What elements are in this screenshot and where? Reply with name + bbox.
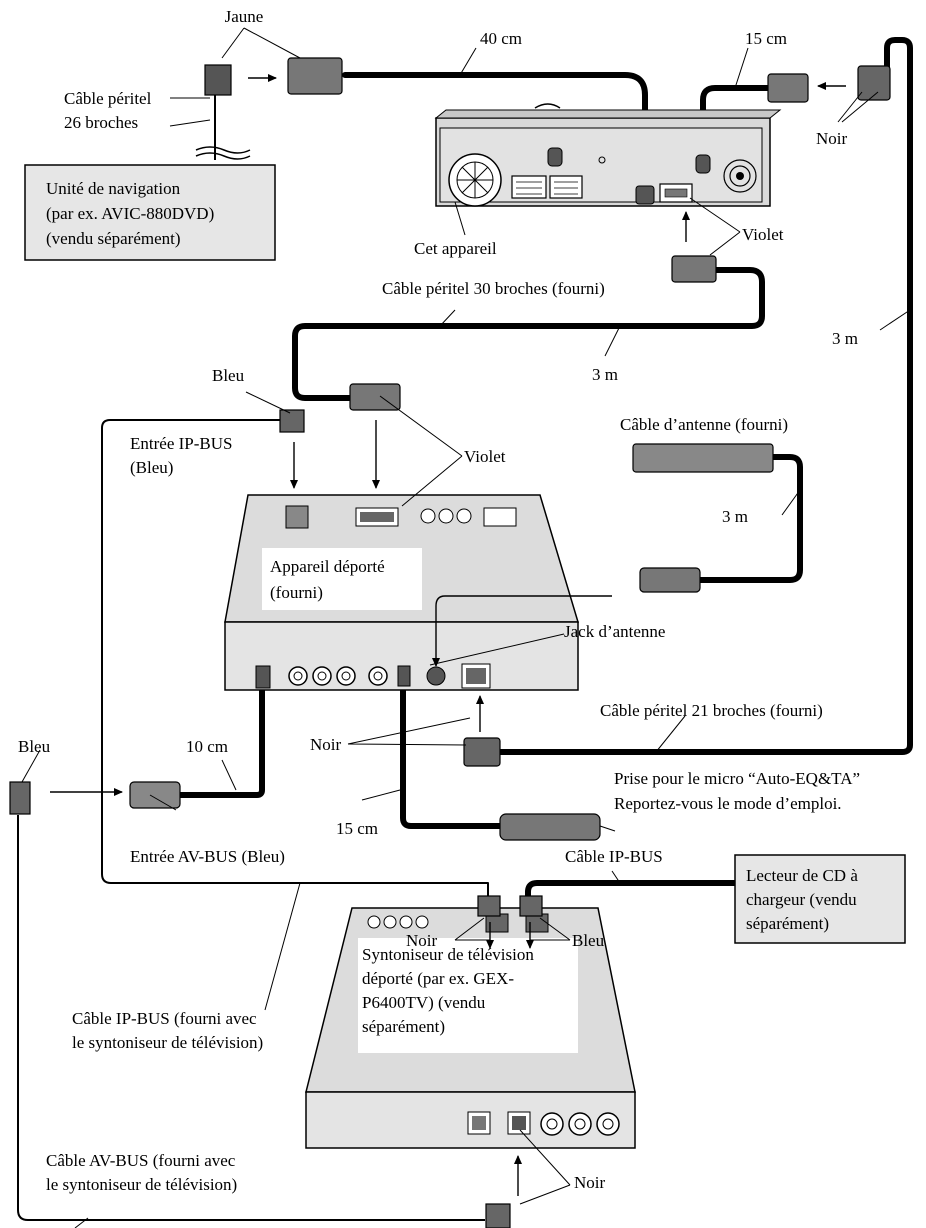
label-entree-avbus: Entrée AV-BUS (Bleu) xyxy=(130,847,285,866)
scart21-plug xyxy=(463,737,501,767)
label-ipbus-tv-2: le syntoniseur de télévision) xyxy=(72,1033,263,1052)
label-jaune: Jaune xyxy=(225,7,264,26)
noir-ipbus-plug xyxy=(477,895,501,917)
cables xyxy=(177,37,913,907)
label-40cm: 40 cm xyxy=(480,29,522,48)
label-cable-ipbus: Câble IP-BUS xyxy=(565,847,663,866)
leader-lines xyxy=(21,27,911,1228)
label-bleu-low: Bleu xyxy=(572,931,605,950)
tv-tuner-unit: Syntoniseur de télévision déporté (par e… xyxy=(305,907,636,1149)
tv-tuner-line4: séparément) xyxy=(362,1017,445,1036)
label-bleu-left: Bleu xyxy=(18,737,51,756)
head-unit xyxy=(434,109,782,207)
scart26-plug xyxy=(204,64,232,96)
label-entree-ipbus-1: Entrée IP-BUS xyxy=(130,434,232,453)
label-noir-top: Noir xyxy=(816,129,848,148)
micro-plug xyxy=(499,813,601,841)
cd-changer-box: Lecteur de CD à chargeur (vendu séparéme… xyxy=(734,854,906,944)
label-avbus-tv-1: Câble AV-BUS (fourni avec xyxy=(46,1151,236,1170)
yellow-plug-40cm xyxy=(287,57,343,95)
break-marks xyxy=(195,103,561,160)
remote-unit: Appareil déporté (fourni) xyxy=(224,494,580,691)
arrows xyxy=(50,74,846,1196)
label-violet-mid: Violet xyxy=(464,447,506,466)
nav-unit-box: Unité de navigation (par ex. AVIC-880DVD… xyxy=(24,164,276,261)
cable-micro-15cm xyxy=(400,677,503,829)
cd-changer-line1: Lecteur de CD à xyxy=(746,866,858,885)
cable-15cm-top xyxy=(700,85,771,163)
label-15cm-mid: 15 cm xyxy=(336,819,378,838)
cable-3m-right xyxy=(497,37,913,755)
label-jack-antenne: Jack d’antenne xyxy=(564,622,665,641)
labels: Jaune 40 cm 15 cm Câble péritel 26 broch… xyxy=(18,7,860,1194)
label-noir-low: Noir xyxy=(406,931,438,950)
violet-plug-top xyxy=(671,255,717,283)
bleu-ipbus-plug-tv xyxy=(519,895,543,917)
cable-peritel30 xyxy=(292,267,765,401)
cable-ipbus-cd xyxy=(525,880,738,907)
cable-antenna xyxy=(697,454,803,583)
cable-avbus-10cm xyxy=(177,677,265,798)
nav-unit-line1: Unité de navigation xyxy=(46,179,181,198)
cd-changer-line3: séparément) xyxy=(746,914,829,933)
label-noir-bottom: Noir xyxy=(574,1173,606,1192)
violet-plug-mid xyxy=(349,383,401,411)
label-entree-ipbus-2: (Bleu) xyxy=(130,458,173,477)
nav-unit-line2: (par ex. AVIC-880DVD) xyxy=(46,204,214,223)
cable-ipbus-tv xyxy=(101,419,489,902)
tv-tuner-line1: Syntoniseur de télévision xyxy=(362,945,534,964)
label-avbus-tv-2: le syntoniseur de télévision) xyxy=(46,1175,237,1194)
bleu-avbus-plug xyxy=(9,781,31,815)
bleu-ipbus-plug xyxy=(279,409,305,433)
label-10cm: 10 cm xyxy=(186,737,228,756)
label-peritel30: Câble péritel 30 broches (fourni) xyxy=(382,279,605,298)
noir-plug-15cm xyxy=(767,73,809,103)
antenna-plug xyxy=(639,567,701,593)
label-cet-appareil: Cet appareil xyxy=(414,239,497,258)
remote-unit-line1: Appareil déporté xyxy=(270,557,385,576)
connectors xyxy=(9,57,891,1228)
nav-unit-line3: (vendu séparément) xyxy=(46,229,181,248)
label-3m-c: 3 m xyxy=(722,507,748,526)
label-peritel21: Câble péritel 21 broches (fourni) xyxy=(600,701,823,720)
remote-unit-line2: (fourni) xyxy=(270,583,323,602)
tv-tuner-line3: P6400TV) (vendu xyxy=(362,993,486,1012)
label-3m-b: 3 m xyxy=(832,329,858,348)
label-peritel26-2: 26 broches xyxy=(64,113,138,132)
cable-40cm xyxy=(342,72,648,193)
thin-cables xyxy=(17,95,489,1221)
cable-avbus-tv xyxy=(17,815,485,1221)
tv-tuner-line2: déporté (par ex. GEX- xyxy=(362,969,514,988)
noir-plug-3m xyxy=(857,65,891,101)
label-15cm-top: 15 cm xyxy=(745,29,787,48)
antenna-head xyxy=(632,443,774,473)
label-ipbus-tv-1: Câble IP-BUS (fourni avec xyxy=(72,1009,257,1028)
label-violet-top: Violet xyxy=(742,225,784,244)
label-micro-1: Prise pour le micro “Auto-EQ&TA” xyxy=(614,769,860,788)
cd-changer-line2: chargeur (vendu xyxy=(746,890,857,909)
label-noir-mid: Noir xyxy=(310,735,342,754)
avbus-plug xyxy=(129,781,181,809)
label-3m-a: 3 m xyxy=(592,365,618,384)
label-antenne-cable: Câble d’antenne (fourni) xyxy=(620,415,788,434)
label-bleu-ipbus: Bleu xyxy=(212,366,245,385)
label-micro-2: Reportez-vous le mode d’emploi. xyxy=(614,794,842,813)
noir-avbus-plug-bottom xyxy=(485,1203,511,1228)
label-peritel26-1: Câble péritel xyxy=(64,89,152,108)
